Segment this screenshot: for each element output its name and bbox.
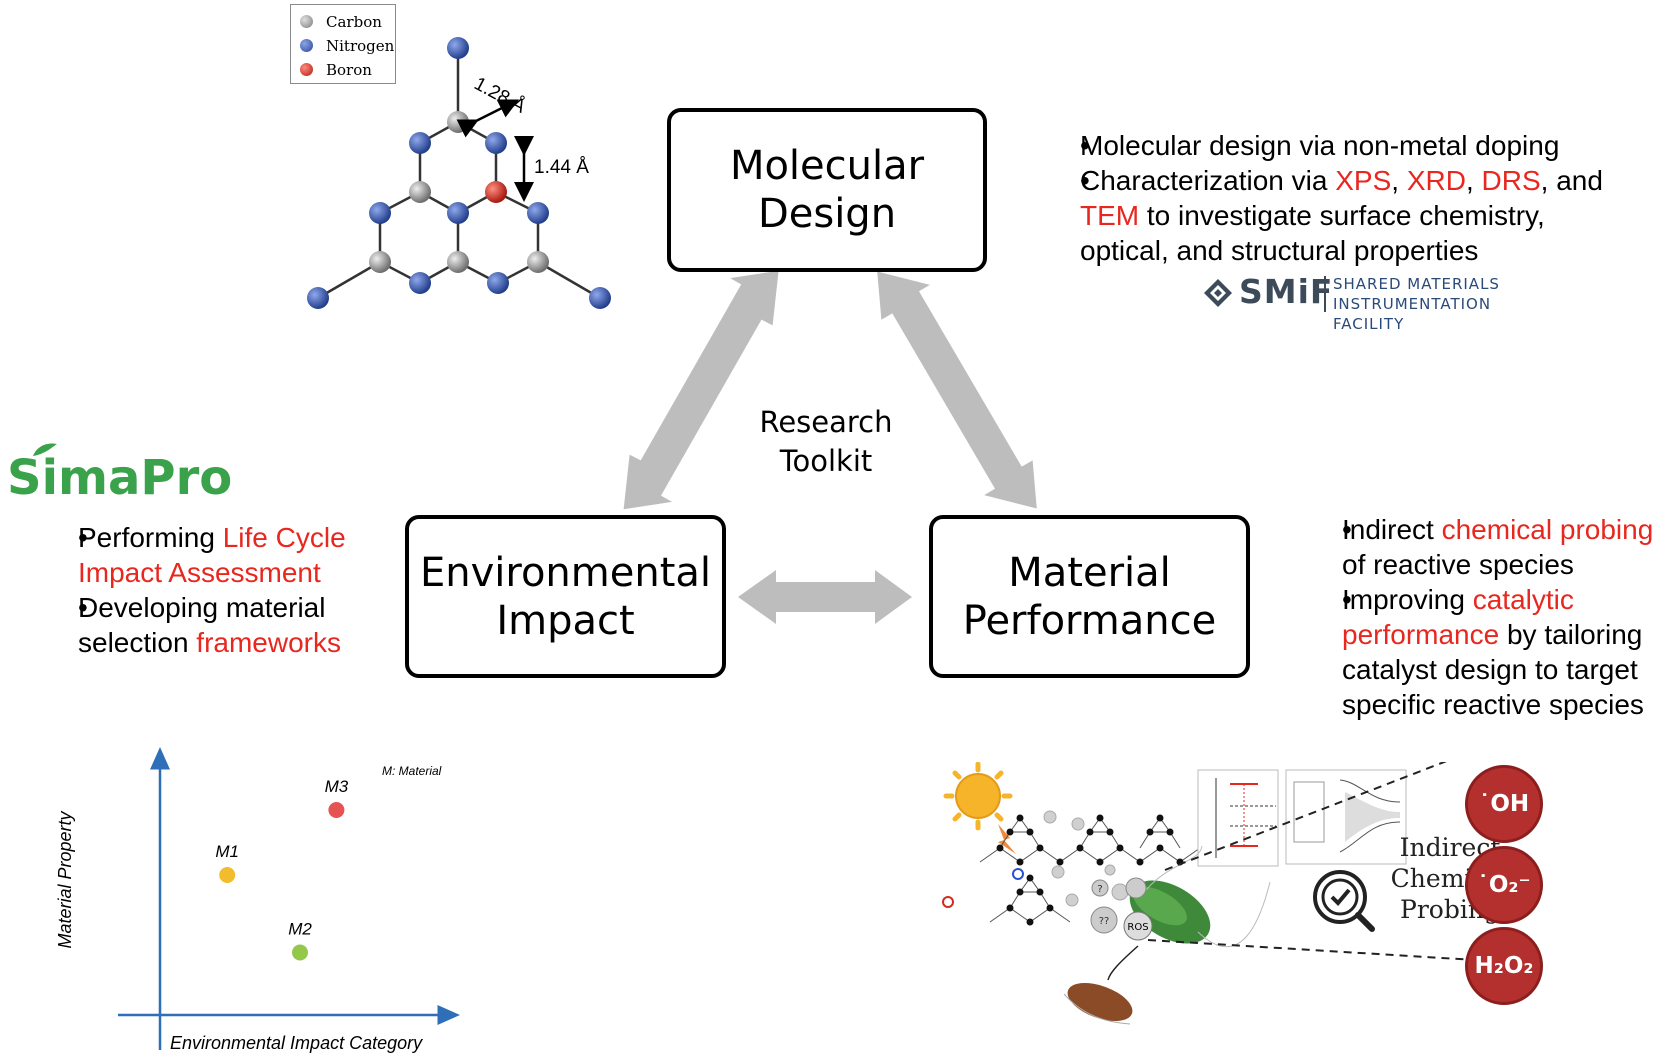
- zoom-line-top: [1164, 762, 1447, 871]
- bullet-text: Performing: [78, 522, 223, 553]
- hydrogen-peroxide-badge: H₂O₂: [1465, 927, 1543, 1005]
- scatter-label-m3: M3: [325, 777, 349, 796]
- perf-bullet-1: Indirect chemical probing of reactive sp…: [1272, 512, 1672, 582]
- research-toolkit-label: Research Toolkit: [736, 403, 916, 481]
- environmental-bullets: Performing Life Cycle Impact Assessment …: [8, 520, 398, 660]
- environmental-impact-line2: Impact: [496, 597, 635, 644]
- performance-bullets: Indirect chemical probing of reactive sp…: [1272, 512, 1672, 722]
- bullet-text: Indirect: [1342, 514, 1442, 545]
- tem-highlight: TEM: [1080, 200, 1140, 231]
- scatter-note: M: Material: [382, 764, 442, 778]
- smif-wordmark: SMiF: [1239, 272, 1334, 311]
- smif-diamond-icon: [1204, 279, 1232, 307]
- bullet-text: ,: [1391, 165, 1407, 196]
- molecular-design-box: Molecular Design: [667, 108, 987, 272]
- molecular-design-bullets: Molecular design via non-metal doping Ch…: [1010, 128, 1670, 268]
- xps-highlight: XPS: [1335, 165, 1392, 196]
- bullet-text: Improving: [1342, 584, 1473, 615]
- damaged-bacterium-icon: [1063, 945, 1139, 1025]
- bullet-text: selection: [78, 627, 197, 658]
- env-bullet-1: Performing Life Cycle Impact Assessment: [8, 520, 398, 590]
- molecular-bullet-1: Molecular design via non-metal doping: [1010, 128, 1670, 163]
- molecule-structure: [307, 37, 611, 309]
- molecular-design-line2: Design: [757, 191, 897, 237]
- legend-label-boron: Boron: [326, 61, 372, 79]
- simapro-leaf-icon: [33, 443, 57, 456]
- question-mark-2: ??: [1099, 916, 1110, 927]
- chemical-probing-highlight: chemical probing: [1441, 514, 1654, 545]
- bullet-text: optical, and structural properties: [1080, 235, 1479, 266]
- xrd-highlight: XRD: [1406, 165, 1466, 196]
- hydroxyl-radical-badge: ˙OH: [1465, 765, 1543, 843]
- legend-label-carbon: Carbon: [326, 13, 382, 31]
- frameworks-highlight: frameworks: [196, 627, 341, 658]
- zoom-line-bottom: [1147, 939, 1476, 961]
- bullet-text: to investigate surface chemistry,: [1139, 200, 1545, 231]
- drs-highlight: DRS: [1481, 165, 1541, 196]
- smif-logo: SMiF SHARED MATERIALS INSTRUMENTATION FA…: [1203, 272, 1563, 333]
- band-diagram-1: [1197, 769, 1279, 867]
- bullet-text: Molecular design via non-metal doping: [1080, 130, 1560, 161]
- molecular-design-line1: Molecular: [729, 143, 925, 189]
- bullet-text: by tailoring: [1499, 619, 1643, 650]
- molecular-bullet-2: Characterization via XPS, XRD, DRS, and …: [1010, 163, 1670, 268]
- scatter-label-m2: M2: [288, 920, 312, 939]
- bullet-text: Developing material: [78, 592, 326, 623]
- perf-bullet-2: Improving catalytic performance by tailo…: [1272, 582, 1672, 722]
- toolkit-line2: Toolkit: [779, 444, 873, 478]
- ros-bubble: [1123, 911, 1153, 941]
- photocatalysis-illustration: ? ?? ROS: [942, 762, 1476, 1025]
- catalytic-highlight: catalytic: [1472, 584, 1574, 615]
- legend-swatch-carbon: [300, 15, 313, 28]
- scatter-label-m1: M1: [215, 842, 239, 861]
- particle: [1125, 877, 1147, 899]
- performance-highlight: performance: [1342, 619, 1500, 650]
- legend-swatch-nitrogen: [300, 39, 313, 52]
- question-mark-1: ?: [1097, 884, 1102, 895]
- toolkit-line1: Research: [759, 405, 893, 439]
- arrow-left-diagonal: [623, 270, 779, 510]
- material-performance-line2: Performance: [962, 597, 1217, 644]
- env-bullet-2: Developing material selection frameworks: [8, 590, 398, 660]
- environmental-impact-line1: Environmental: [419, 549, 712, 596]
- smif-divider: [1324, 276, 1326, 312]
- material-performance-box: Material Performance: [929, 515, 1250, 678]
- bullet-text: , and: [1540, 165, 1603, 196]
- scatter-point-m1: [219, 867, 236, 883]
- scatter-x-label: Environmental Impact Category: [170, 1033, 423, 1053]
- atom-legend: Carbon Nitrogen Boron: [290, 4, 396, 84]
- scatter-y-label: Material Property: [55, 811, 75, 949]
- bullet-text: Characterization via: [1080, 165, 1336, 196]
- superoxide-badge: ˙O₂⁻: [1465, 846, 1543, 924]
- environmental-impact-box: Environmental Impact: [405, 515, 726, 678]
- arrow-horizontal: [738, 570, 912, 624]
- bond-length-label-2: 1.44 Å: [534, 157, 589, 178]
- bullet-text: ,: [1465, 165, 1482, 196]
- lca-highlight-1: Life Cycle: [222, 522, 346, 553]
- sun-icon: [943, 762, 1016, 854]
- scatter-point-m2: [292, 944, 308, 961]
- smif-line2: INSTRUMENTATION FACILITY: [1333, 295, 1492, 333]
- arrow-right-diagonal: [877, 271, 1037, 509]
- scatter-point-m3: [328, 802, 345, 818]
- material-performance-line1: Material: [1008, 549, 1171, 596]
- bullet-text: catalyst design to target: [1342, 654, 1638, 685]
- smif-full-name: SHARED MATERIALS INSTRUMENTATION FACILIT…: [1333, 274, 1563, 334]
- lca-highlight-2: Impact Assessment: [78, 557, 321, 588]
- ros-label: ROS: [1127, 922, 1148, 933]
- bullet-text: specific reactive species: [1342, 689, 1644, 720]
- legend-label-nitrogen: Nitrogen: [326, 37, 395, 55]
- bullet-text: of reactive species: [1342, 549, 1574, 580]
- legend-swatch-boron: [300, 63, 313, 76]
- simapro-logo: SimaPro: [7, 450, 233, 506]
- smif-line1: SHARED MATERIALS: [1333, 275, 1500, 293]
- magnifier-check-icon: [1313, 870, 1375, 932]
